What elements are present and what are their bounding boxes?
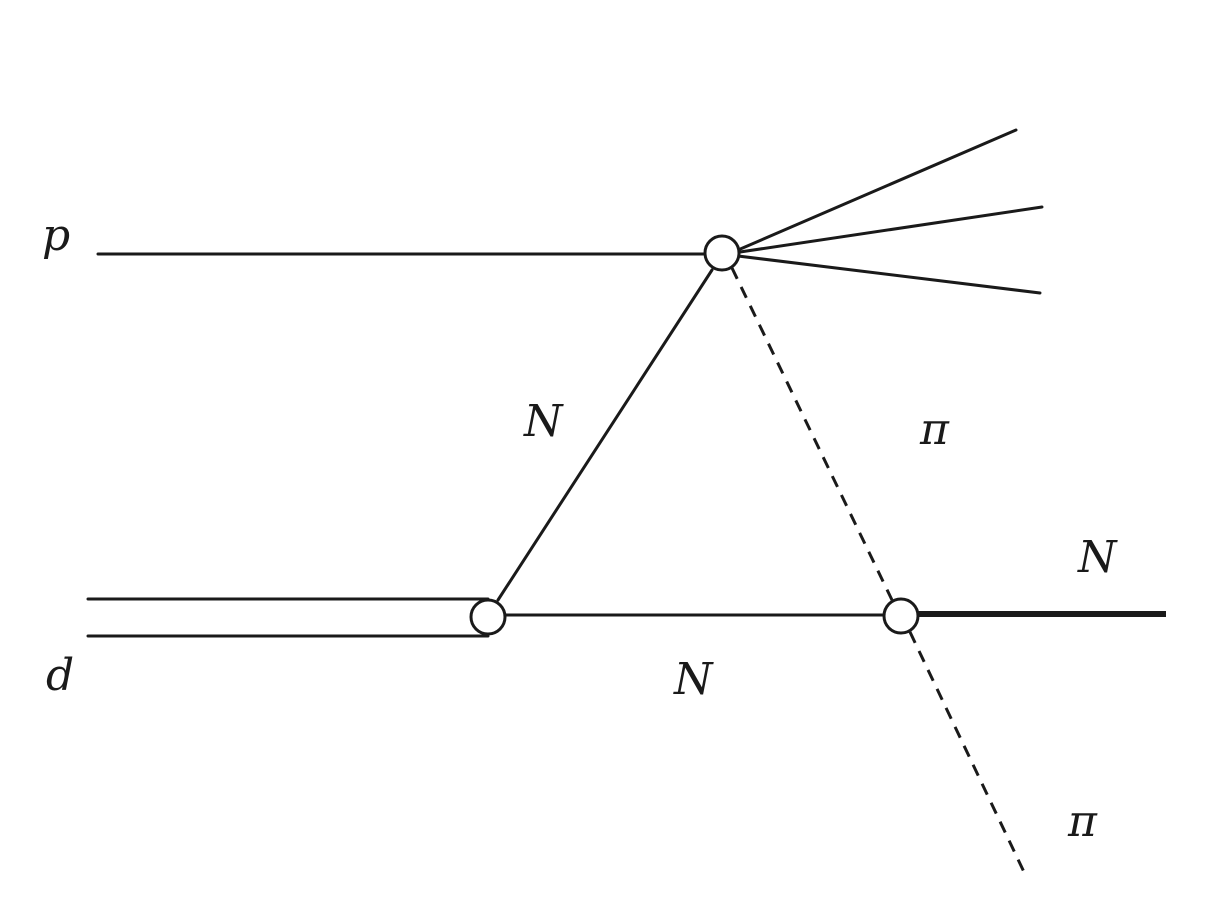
nucleon-spectator-label: N bbox=[673, 654, 714, 705]
nucleon-outgoing-label: N bbox=[1077, 532, 1118, 583]
nucleon-exchange-line bbox=[496, 268, 714, 602]
vertex-upper bbox=[703, 234, 741, 272]
pion-outgoing-label: π bbox=[1067, 796, 1098, 847]
pion-exchange-line bbox=[730, 267, 894, 601]
vertex-deuteron bbox=[469, 598, 507, 636]
proton-label: p bbox=[42, 210, 70, 261]
deuteron-label: d bbox=[46, 650, 74, 701]
outgoing-fan-line-2 bbox=[738, 205, 1044, 254]
outgoing-fan-line-3 bbox=[736, 254, 1042, 295]
pion-exchange-label: π bbox=[919, 404, 950, 455]
outgoing-fan-line-1 bbox=[736, 128, 1018, 252]
pion-outgoing-line bbox=[908, 631, 1026, 873]
nucleon-exchange-label: N bbox=[523, 396, 564, 447]
vertex-rescatter bbox=[882, 597, 920, 635]
